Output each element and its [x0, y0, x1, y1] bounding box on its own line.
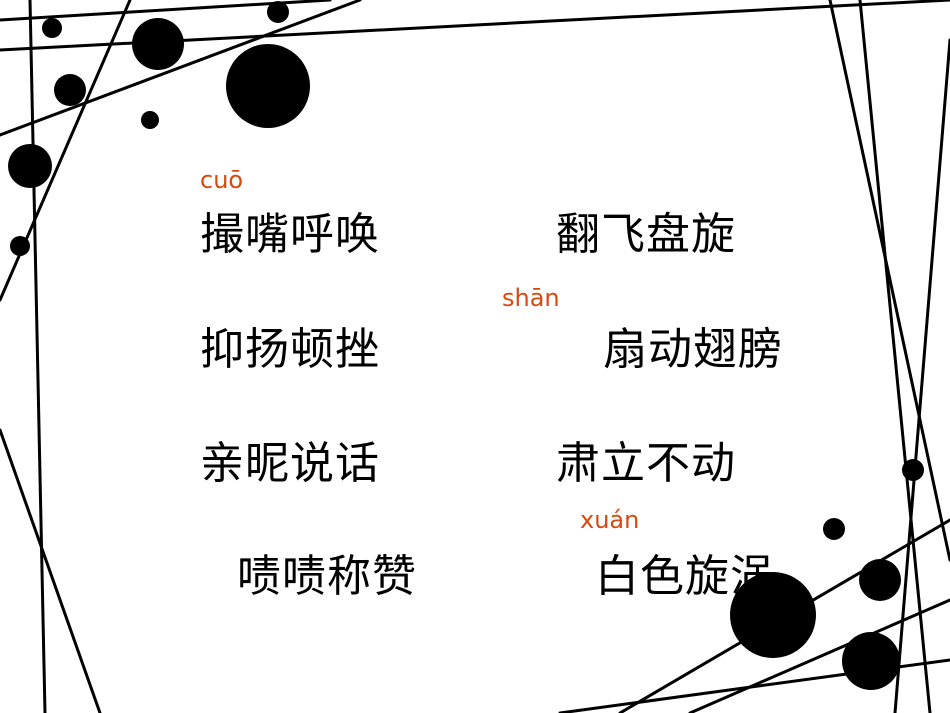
pinyin-shan: shān	[502, 284, 560, 312]
decor-circle	[902, 459, 924, 481]
decor-circle	[859, 559, 901, 601]
word-shan-dong-chi-bang: 扇动翅膀	[603, 324, 783, 375]
decor-circle	[10, 236, 30, 256]
word-cuo-zui-hu-huan: 撮嘴呼唤	[200, 209, 380, 260]
word-qin-ni-shuo-hua: 亲昵说话	[200, 438, 380, 489]
decor-circle	[42, 18, 62, 38]
decor-circle	[842, 632, 900, 690]
frame-line	[28, 0, 47, 713]
word-bai-se-xuan-wo: 白色旋涡	[595, 551, 775, 602]
frame-line	[828, 0, 950, 562]
decor-circle	[54, 74, 86, 106]
frame-line	[858, 0, 932, 713]
decor-circle	[823, 518, 845, 540]
frame-line	[893, 38, 950, 713]
decor-circle	[132, 18, 184, 70]
word-yi-yang-dun-cuo: 抑扬顿挫	[200, 324, 380, 375]
frame-line	[0, 0, 362, 137]
frame-line	[0, 428, 102, 713]
word-fan-fei-pan-xuan: 翻飞盘旋	[556, 209, 736, 260]
frame-line	[688, 598, 950, 713]
decor-circle	[730, 572, 816, 658]
word-su-li-bu-dong: 肃立不动	[556, 438, 736, 489]
decor-circle	[226, 44, 310, 128]
decor-circle	[267, 1, 289, 23]
decor-circle	[141, 111, 159, 129]
pinyin-xuan: xuán	[580, 506, 640, 534]
pinyin-cuo: cuō	[200, 166, 244, 194]
word-ze-ze-cheng-zan: 啧啧称赞	[237, 551, 417, 602]
decor-circle	[8, 144, 52, 188]
